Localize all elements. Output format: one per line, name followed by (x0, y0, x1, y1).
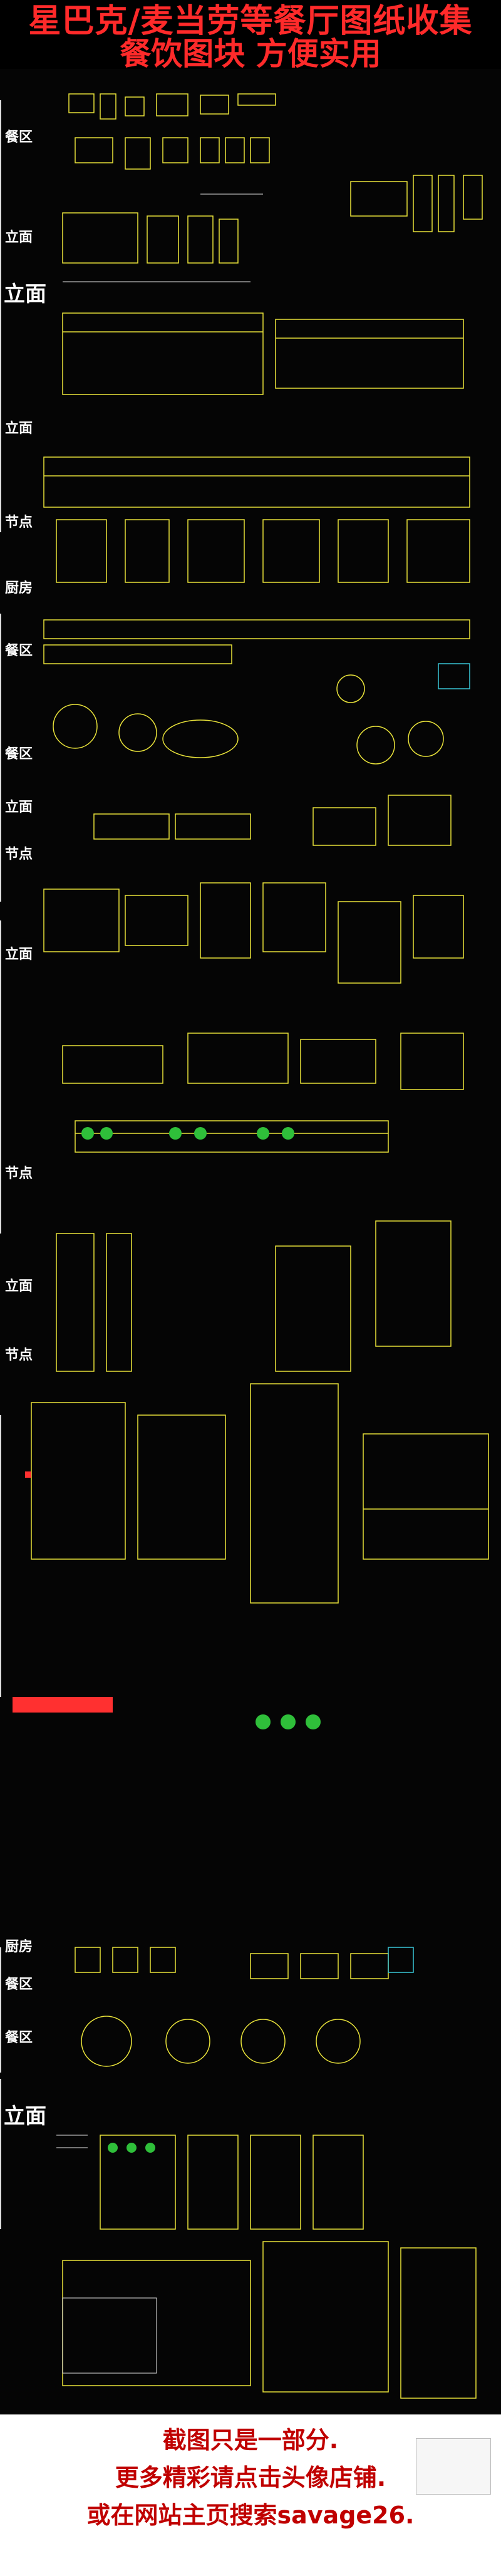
section-label: 餐区 (5, 1977, 33, 1992)
section-label: 餐区 (5, 746, 33, 762)
shop-stamp (416, 2438, 491, 2495)
section-bracket (0, 1947, 15, 2073)
section-label: 餐区 (5, 2030, 33, 2046)
section-label: 餐区 (5, 643, 33, 659)
title-line-2: 餐饮图块 方便实用 (120, 36, 381, 72)
section-label: 节点 (5, 515, 33, 530)
section-label: 立面 (5, 1279, 33, 1294)
section-label: 立面 (4, 282, 46, 307)
section-bracket (0, 100, 15, 451)
section-bracket (0, 920, 15, 1234)
section-label: 节点 (5, 1166, 33, 1182)
footer: 截图只是一部分. 更多精彩请点击头像店铺. 或在网站主页搜索savage26. (0, 2414, 501, 2576)
section-label: 立面 (4, 2104, 46, 2129)
section-label: 立面 (5, 800, 33, 815)
footer-line-3: 或在网站主页搜索savage26. (86, 2501, 415, 2529)
section-label: 立面 (5, 421, 33, 436)
section-label: 厨房 (5, 580, 33, 596)
section-label: 厨房 (5, 1939, 33, 1955)
title-line-1: 星巴克/麦当劳等餐厅图纸收集 (28, 3, 473, 40)
section-label: 立面 (5, 230, 33, 245)
cad-sketches (13, 93, 489, 2399)
section-label: 立面 (5, 947, 33, 962)
footer-line-1: 截图只是一部分. (162, 2426, 339, 2454)
cad-drawing-area: 餐区 立面 立面 立面 节点 厨房 餐区 餐区 立面 节点 立面 节点 立面 节… (0, 69, 501, 2414)
section-bracket (0, 394, 15, 532)
section-bracket (0, 2079, 15, 2229)
footer-line-2: 更多精彩请点击头像店铺. (115, 2464, 386, 2491)
section-label: 节点 (5, 847, 33, 862)
header: 星巴克/麦当劳等餐厅图纸收集 餐饮图块 方便实用 (0, 0, 501, 72)
section-label: 餐区 (5, 130, 33, 145)
section-label: 节点 (5, 1347, 33, 1363)
section-bracket (0, 614, 15, 902)
section-bracket (0, 1415, 15, 1697)
